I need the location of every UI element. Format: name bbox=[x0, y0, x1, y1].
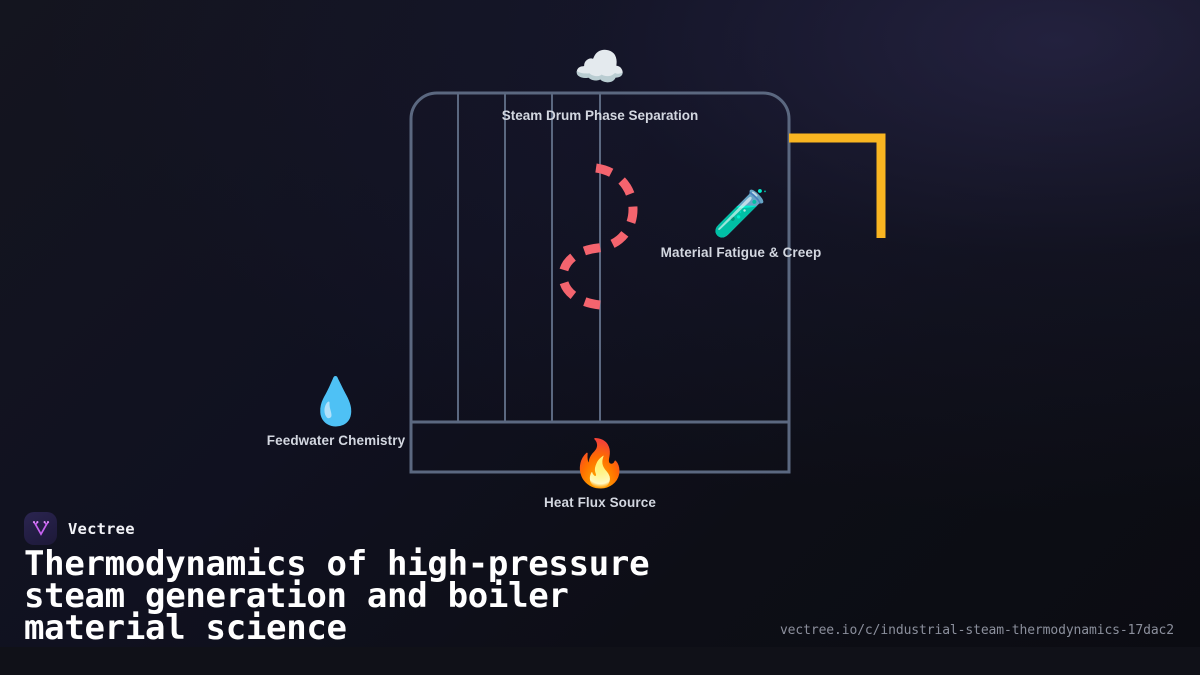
recirculation-s-curve bbox=[558, 163, 638, 310]
brand-lockup: Vectree bbox=[24, 512, 135, 545]
test-tube-icon: 🧪 bbox=[712, 186, 770, 240]
steam-outlet-pipe bbox=[789, 133, 886, 238]
brand-name: Vectree bbox=[68, 519, 135, 538]
node-steam-cloud: ☁️ bbox=[574, 46, 626, 88]
water-droplet-icon: 💧 bbox=[307, 374, 365, 428]
label-material-fatigue-creep: Material Fatigue & Creep bbox=[660, 245, 822, 260]
boiler-vessel-outline bbox=[409, 91, 791, 474]
cloud-icon: ☁️ bbox=[573, 42, 627, 91]
vectree-v-logo-icon bbox=[32, 520, 49, 536]
label-steam-drum-phase-separation: Steam Drum Phase Separation bbox=[501, 108, 699, 123]
node-material-fatigue: 🧪 Material Fatigue & Creep bbox=[661, 190, 822, 260]
fire-icon: 🔥 bbox=[571, 436, 629, 490]
source-url: vectree.io/c/industrial-steam-thermodyna… bbox=[779, 623, 1174, 638]
node-feedwater: 💧 Feedwater Chemistry bbox=[267, 378, 405, 448]
page-title: Thermodynamics of high-pressure steam ge… bbox=[24, 544, 650, 648]
label-feedwater-chemistry: Feedwater Chemistry bbox=[266, 433, 406, 448]
vectree-logo-badge bbox=[24, 512, 57, 545]
label-heat-flux-source: Heat Flux Source bbox=[544, 495, 656, 510]
node-heat-flux: 🔥 Heat Flux Source bbox=[544, 440, 656, 510]
